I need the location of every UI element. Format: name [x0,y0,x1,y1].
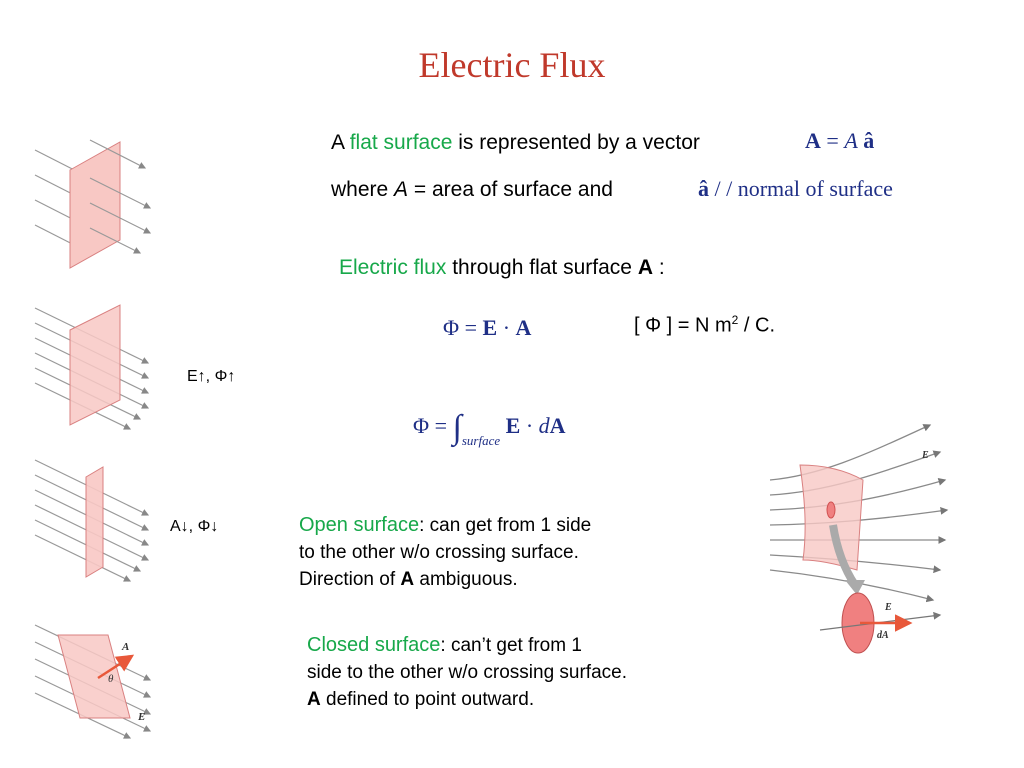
flux-eq: = [459,315,483,340]
tilted-plane [57,634,131,719]
integral-sign: ∫ [452,409,462,446]
integral-formula: Φ = ∫surface E · dA [413,404,566,448]
area-vector-formula: A = A â [805,128,874,154]
flat-surface-term: flat surface [349,131,453,154]
int-A: A [549,413,566,438]
open-surface-term: Open surface [299,514,420,536]
closed-surface-paragraph: Closed surface: can’t get from 1 side to… [307,632,627,713]
flat-surface-figure-1 [34,139,152,269]
open-line1: can get from 1 side [424,515,592,536]
formula-A-italic: A [844,128,858,153]
vector-line-suffix: is represented by a vector [452,131,700,154]
area-vector-arrow [97,654,135,680]
units-sup: 2 [731,313,739,327]
flux-A: A [515,315,532,340]
theta-label: θ [108,673,114,685]
right-E-bottom-label: E [884,602,892,613]
open-line3a: Direction of [299,569,401,590]
units-after: / C. [738,314,775,337]
closed-line3-bold: A [307,689,321,710]
flux-middle: through flat surface [446,256,638,279]
where-line: where A = area of surface and [331,178,613,202]
flux-formula: Φ = E · A [443,315,531,341]
small-patch [826,501,836,519]
open-line2: to the other w/o crossing surface. [299,542,579,563]
integral-sub: surface [461,433,501,448]
where-suffix: = area of surface and [408,178,613,201]
open-colon: : [419,515,425,536]
right-dA-label: dA [877,630,889,641]
vec-E-label: E [137,711,145,723]
flux-end: : [652,256,665,279]
small-area-figure [34,459,150,582]
vec-A-label: A [121,641,129,653]
formula-a-hat: â [863,128,875,153]
flux-units: [ Φ ] = N m2 / C. [634,313,775,338]
vector-line: A flat surface is represented by a vecto… [331,131,700,155]
surface-plane-2 [69,304,121,426]
a-down-label: A↓, Φ↓ [170,518,219,535]
right-E-top-label: E [921,450,929,461]
int-E: E [505,413,521,438]
closed-line2: side to the other w/o crossing surface. [307,662,627,683]
curved-surface-figure: E E dA [769,424,949,654]
units-before: [ Φ ] = N m [634,314,732,337]
vector-line-prefix: A [331,131,350,154]
closed-line3b: defined to point outward. [320,689,535,710]
flux-bold-A: A [637,256,653,279]
closed-line1: can’t get from 1 [445,635,582,656]
formula-a-hat-2: â [698,176,709,201]
normal-text: / / normal of surface [709,176,893,201]
e-up-label: E↑, Φ↑ [187,368,236,385]
int-eq: = [429,413,453,438]
int-d: d [538,413,550,438]
open-line3-bold: A [400,569,415,590]
phi-symbol: Φ [443,315,460,340]
page-title: Electric Flux [418,45,606,85]
flux-line: Electric flux through flat surface A : [339,256,665,280]
open-surface-paragraph: Open surface: can get from 1 side to the… [299,512,591,593]
open-line3b: ambiguous. [414,569,518,590]
closed-surface-term: Closed surface [307,634,441,656]
flux-E: E [482,315,498,340]
surface-plane-3 [85,466,104,578]
tilted-surface-figure: A θ E [34,624,152,739]
where-var: A [394,178,409,201]
int-phi: Φ [413,413,430,438]
formula-A-bold: A [805,128,821,153]
normal-formula: â / / normal of surface [698,176,893,202]
formula-eq: = [820,128,845,153]
closed-colon: : [440,635,446,656]
where-prefix: where [331,178,395,201]
electric-flux-term: Electric flux [339,256,447,279]
dense-field-figure [34,304,150,430]
flux-dot: · [497,315,516,340]
int-dot: · [520,413,539,438]
